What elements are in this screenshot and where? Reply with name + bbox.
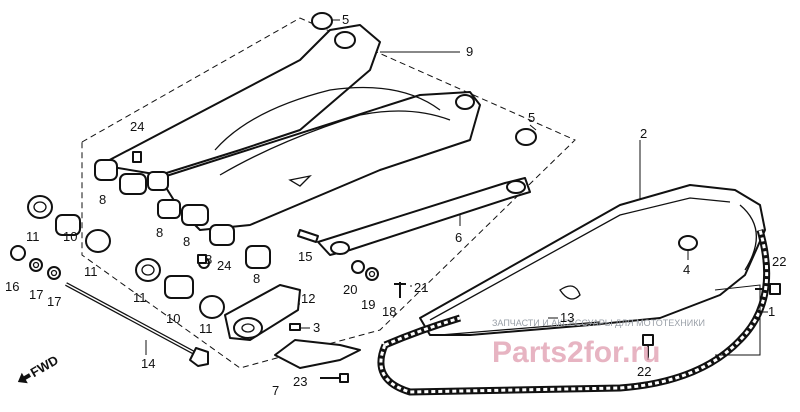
callout-8-b: 8 — [156, 225, 163, 240]
drive-chain — [377, 229, 771, 396]
callout-20: 20 — [343, 282, 357, 297]
callout-1: 1 — [768, 304, 775, 319]
chain-bracket — [714, 284, 761, 356]
callout-9: 9 — [466, 44, 473, 59]
callout-6: 6 — [455, 230, 462, 245]
callout-17-a: 17 — [29, 287, 43, 302]
shock-link — [224, 284, 361, 369]
callout-8-c: 8 — [183, 234, 190, 249]
callout-22-bottom: 22 — [637, 364, 651, 379]
callout-5-top: 5 — [342, 12, 349, 27]
callout-15: 15 — [298, 249, 312, 264]
pivot-bushings — [27, 12, 537, 319]
callout-12: 12 — [301, 291, 315, 306]
chain-case — [419, 184, 766, 336]
watermark-logo: Parts2for.ru — [492, 336, 660, 369]
callout-16: 16 — [5, 279, 19, 294]
callout-22-right: 22 — [772, 254, 786, 269]
callout-8-e: 8 — [253, 271, 260, 286]
bolts — [132, 151, 781, 383]
callout-10-b: 10 — [166, 311, 180, 326]
callout-8-d: 8 — [205, 252, 212, 267]
assembly-outline — [81, 17, 576, 369]
leader-lines — [145, 19, 768, 355]
callout-3: 3 — [313, 320, 320, 335]
callout-17-b: 17 — [47, 294, 61, 309]
callout-24-mid: 24 — [217, 258, 231, 273]
callout-8-a: 8 — [99, 192, 106, 207]
callout-10-a: 10 — [63, 229, 77, 244]
callout-19: 19 — [361, 297, 375, 312]
callout-7: 7 — [272, 383, 279, 398]
forward-arrow: FWD — [17, 352, 61, 384]
callout-11-c: 11 — [133, 290, 147, 305]
callout-18: 18 — [382, 304, 396, 319]
torque-link — [297, 177, 531, 256]
callout-5-right: 5 — [528, 110, 535, 125]
callout-11-b: 11 — [84, 264, 98, 279]
callout-14: 14 — [141, 356, 155, 371]
callout-23: 23 — [293, 374, 307, 389]
callout-24-top: 24 — [130, 119, 144, 134]
washers-and-nuts — [10, 245, 379, 281]
swingarm — [99, 24, 481, 231]
callout-2: 2 — [640, 126, 647, 141]
callout-numbers: 5 9 5 2 24 8 8 8 8 8 24 11 10 11 16 17 1… — [5, 12, 786, 398]
pivot-bolt — [65, 282, 209, 367]
callout-13: 13 — [560, 310, 574, 325]
watermark-subtitle: ЗАПЧАСТИ И АКСЕССУАРЫ ДЛЯ МОТОТЕХНИКИ — [492, 318, 705, 328]
fwd-label: FWD — [28, 352, 61, 380]
callout-11-a: 11 — [26, 229, 40, 244]
callout-4: 4 — [683, 262, 690, 277]
callout-21: 21 — [414, 280, 428, 295]
callout-11-d: 11 — [199, 321, 213, 336]
